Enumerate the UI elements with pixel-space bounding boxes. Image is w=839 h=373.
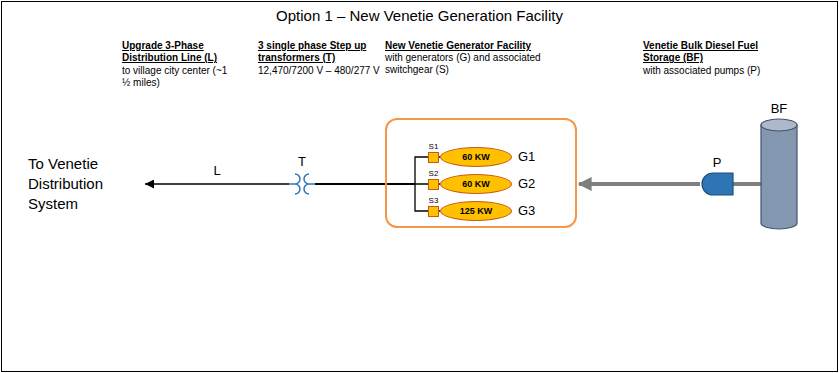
shape-outline (289, 171, 315, 197)
part-label: BF (771, 100, 788, 118)
generator-shape: 60 KW (440, 174, 512, 194)
rating-text: 60 KW (462, 152, 490, 162)
fuel-tank: BF (760, 100, 798, 230)
connector-line (315, 157, 428, 184)
part-label: P (713, 154, 722, 172)
connector-line (145, 183, 289, 184)
connector-line (315, 184, 428, 211)
generator-id: G3 (518, 203, 535, 219)
part-shape (428, 179, 439, 190)
generator-ellipse: 125 KW G3 (440, 201, 535, 221)
part-label: S3 (429, 196, 439, 206)
line-label: L (211, 163, 222, 178)
transformer-symbol: T (289, 153, 315, 197)
fuel-pump: P (700, 154, 734, 196)
part-shape (700, 172, 734, 196)
switchgear-box: S2 (428, 169, 439, 190)
column-heading: to village city center (~1 ½ miles) (122, 65, 234, 89)
generator-ellipse: 60 KW G1 (440, 147, 535, 167)
generator-ellipse: 60 KW G2 (440, 174, 535, 194)
column-heading: 12,470/7200 V – 480/277 V (258, 65, 393, 77)
column-heading: 3 single phase Step up transformers (T) (258, 40, 380, 64)
part-label: T (298, 153, 306, 171)
switchgear-box: S1 (428, 142, 439, 163)
rating-text: 60 KW (462, 179, 490, 189)
connector-line (579, 182, 700, 186)
diagram-title: Option 1 – New Venetie Generation Facili… (0, 7, 839, 25)
generator-facility: New Venetie Generator Facilitywith gener… (385, 40, 577, 228)
generator-id: G2 (518, 176, 535, 192)
fuel-pipe (733, 182, 762, 186)
rating-text: 125 KW (460, 206, 493, 216)
part-shape (428, 206, 439, 217)
part-shape (428, 152, 439, 163)
generator-shape: 60 KW (440, 147, 512, 167)
facility-heading: New Venetie Generator Facility (385, 40, 570, 52)
part-shape (289, 171, 315, 197)
column-heading: with associated pumps (P) (643, 65, 793, 77)
switchgear-box: S3 (428, 196, 439, 217)
generator-shape: 125 KW (440, 201, 512, 221)
column-heading: Upgrade 3-Phase Distribution Line (L) (122, 40, 234, 64)
facility-heading: with generators (G) and associated switc… (385, 52, 570, 76)
destination-label: To Venetie Distribution System (28, 154, 143, 214)
generator-id: G1 (518, 149, 535, 165)
part-shape (760, 118, 798, 230)
shape-outline (700, 172, 734, 196)
node-label: To Venetie Distribution System (28, 154, 143, 214)
part-label: S1 (429, 142, 439, 152)
part-label: S2 (429, 169, 439, 179)
shape-outline (760, 118, 798, 230)
column-heading: Venetie Bulk Diesel Fuel Storage (BF) (643, 40, 771, 64)
